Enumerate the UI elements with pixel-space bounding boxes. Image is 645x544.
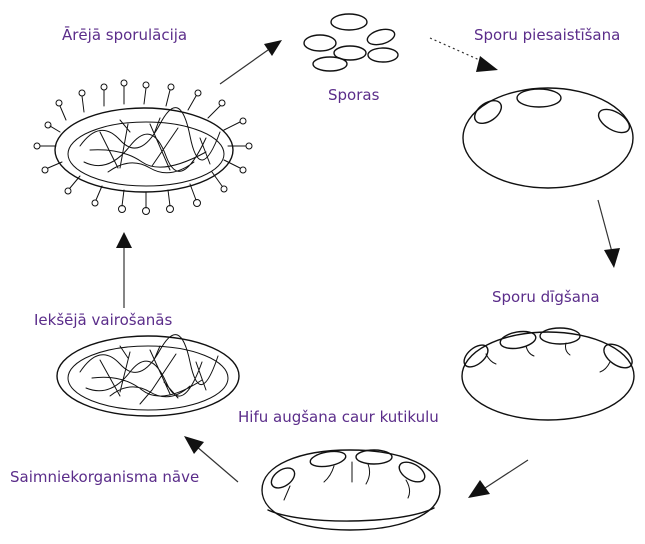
host-inner-line: [268, 508, 434, 521]
spore-2: [366, 27, 397, 48]
germinating-spore-2: [499, 329, 537, 351]
penetrating-spore-1: [268, 464, 298, 492]
arrowhead: [116, 232, 132, 248]
spore-1: [331, 14, 367, 30]
label-spore-germination: Sporu dīgšana: [492, 288, 600, 306]
penetrating-spore-3: [356, 450, 392, 464]
stage-hyphal-growth-drawing: [262, 449, 440, 530]
arrowhead: [468, 480, 490, 498]
attached-spore-right: [595, 105, 633, 138]
hyphae: [284, 462, 410, 500]
stage-internal-reproduction-drawing: [57, 335, 239, 416]
arrowhead: [604, 248, 620, 268]
spore-3: [304, 35, 336, 51]
arrow-attachment-to-germination: [598, 200, 612, 252]
germinating-spore-4: [600, 339, 637, 372]
arrow-sporulation-to-spores: [220, 50, 268, 84]
spore-6: [313, 57, 347, 71]
arrowhead: [264, 40, 282, 56]
host-body-outline: [463, 88, 633, 188]
label-spore-attachment: Sporu piesaistīšana: [474, 26, 620, 44]
stage-external-sporulation-drawing: [34, 80, 252, 215]
host-inner-outline: [68, 122, 224, 186]
label-external-sporulation: Ārējā sporulācija: [62, 26, 187, 44]
mycelium-mass: [80, 335, 218, 404]
arrowhead: [184, 436, 204, 454]
stage-attachment-drawing: [463, 88, 633, 188]
spores-cluster: [304, 14, 398, 71]
attached-spore-top: [517, 89, 561, 107]
label-hyphal-growth: Hifu augšana caur kutikulu: [238, 408, 439, 426]
arrow-germination-to-hyphal-growth: [482, 460, 528, 490]
arrowhead: [476, 56, 498, 72]
penetrating-spore-2: [309, 449, 347, 469]
conidiophores: [34, 80, 252, 215]
label-spores: Sporas: [328, 86, 379, 104]
host-body-outline: [57, 336, 239, 416]
label-internal-reproduction: Iekšējā vairošanās: [34, 311, 172, 329]
penetrating-spore-4: [396, 458, 428, 486]
arrow-hyphal-growth-to-host-death: [196, 446, 238, 482]
label-host-death: Saimniekorganisma nāve: [10, 468, 199, 486]
host-body-outline: [55, 108, 233, 192]
germinating-spore-3: [540, 328, 580, 344]
attached-spore-left: [471, 96, 506, 128]
stage-germination-drawing: [460, 328, 636, 420]
spore-5: [368, 48, 398, 62]
